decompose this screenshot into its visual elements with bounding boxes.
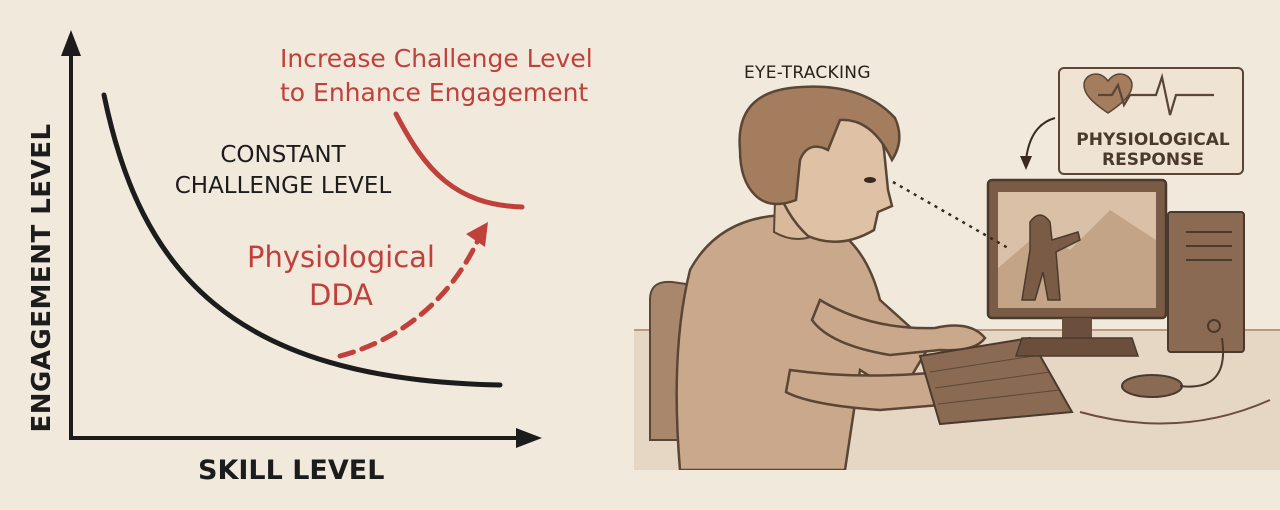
person-hair: [738, 85, 901, 206]
increase-challenge-curve: [393, 111, 525, 210]
gamer-illustration: [634, 85, 1280, 470]
mouse: [1121, 374, 1183, 398]
dda-arrowhead: [466, 222, 488, 247]
ecg-line-icon: [1098, 72, 1214, 116]
heart-icon: [1083, 73, 1133, 114]
y-axis-arrowhead: [61, 30, 81, 56]
physiological-label: PHYSIOLOGICAL RESPONSE: [1076, 130, 1230, 170]
physiological-box: [1058, 67, 1244, 175]
y-axis-label: ENGAGEMENT LEVEL: [27, 123, 57, 433]
person-eye: [864, 177, 876, 183]
physio-icons: [1083, 72, 1214, 116]
eye-tracking-line: [892, 180, 1009, 250]
person-arm-upper: [810, 298, 987, 357]
increase-label: Increase Challenge Level to Enhance Enga…: [280, 44, 593, 107]
engagement-diagram: [61, 30, 542, 448]
mouse-cable: [1179, 337, 1225, 388]
game-soldier: [1021, 214, 1081, 301]
physio-callout-arrow: [1025, 117, 1056, 161]
person-torso: [675, 213, 932, 470]
x-axis-label: SKILL LEVEL: [198, 455, 385, 486]
keyboard: [918, 336, 1074, 426]
constant-challenge-curve: [101, 92, 503, 388]
physiological-dda-arrow: [337, 237, 481, 359]
eye-tracking-label: EYE-TRACKING: [744, 63, 871, 83]
x-axis-arrowhead: [516, 428, 542, 448]
monitor-stand: [1062, 318, 1092, 340]
dda-label: Physiological DDA: [247, 240, 435, 312]
constant-curve-label: CONSTANT CHALLENGE LEVEL: [174, 142, 392, 199]
